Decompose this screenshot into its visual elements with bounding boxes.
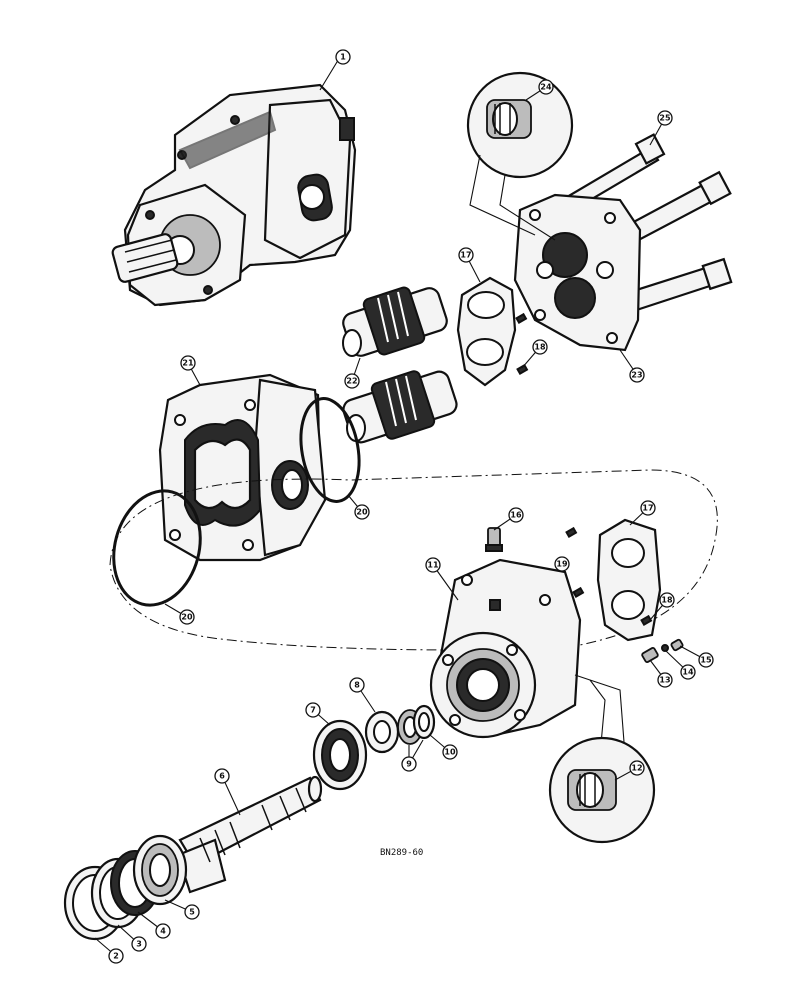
callout-15: 15 bbox=[698, 652, 714, 668]
callout-5: 5 bbox=[184, 904, 200, 920]
callout-25: 25 bbox=[657, 110, 673, 126]
callout-16: 16 bbox=[508, 507, 524, 523]
callout-17-lower: 17 bbox=[640, 500, 656, 516]
svg-text:17: 17 bbox=[642, 504, 653, 513]
callout-9: 9 bbox=[401, 756, 417, 772]
callout-11: 11 bbox=[425, 557, 441, 573]
callout-23: 23 bbox=[629, 367, 645, 383]
svg-text:7: 7 bbox=[310, 706, 316, 715]
check-valve-parts bbox=[641, 638, 684, 663]
gear-housing bbox=[158, 373, 327, 562]
callout-14: 14 bbox=[680, 664, 696, 680]
svg-text:21: 21 bbox=[182, 359, 194, 368]
svg-text:6: 6 bbox=[219, 772, 225, 781]
svg-text:4: 4 bbox=[160, 927, 166, 936]
diagram-code: BN289-60 bbox=[380, 848, 423, 858]
bushing-plate-upper bbox=[456, 276, 529, 387]
group-boundary-line bbox=[109, 469, 718, 651]
callout-8: 8 bbox=[349, 677, 365, 693]
callout-17-upper: 17 bbox=[458, 247, 474, 263]
bearing-inset-upper bbox=[466, 71, 574, 241]
callout-24: 24 bbox=[538, 79, 554, 95]
svg-text:19: 19 bbox=[556, 560, 568, 569]
callout-2: 2 bbox=[108, 948, 124, 964]
driven-gear-lower bbox=[342, 370, 458, 444]
svg-text:10: 10 bbox=[444, 748, 456, 757]
svg-text:17: 17 bbox=[460, 251, 471, 260]
svg-text:20: 20 bbox=[181, 613, 193, 622]
svg-text:13: 13 bbox=[659, 676, 670, 685]
svg-text:12: 12 bbox=[631, 764, 642, 773]
retaining-rings bbox=[63, 834, 188, 941]
svg-text:24: 24 bbox=[540, 83, 552, 92]
callout-18-upper: 18 bbox=[532, 339, 548, 355]
rear-cover-assembly bbox=[513, 133, 733, 352]
svg-text:9: 9 bbox=[406, 760, 412, 769]
svg-text:2: 2 bbox=[113, 952, 119, 961]
callout-20-right: 20 bbox=[354, 504, 370, 520]
callout-19: 19 bbox=[554, 556, 570, 572]
relief-plug bbox=[485, 527, 503, 552]
callout-13: 13 bbox=[657, 672, 673, 688]
ball-bearing bbox=[312, 719, 368, 791]
callout-6: 6 bbox=[214, 768, 230, 784]
svg-text:5: 5 bbox=[189, 908, 195, 917]
callout-12: 12 bbox=[629, 760, 645, 776]
o-ring-left bbox=[112, 489, 202, 607]
o-ring-right bbox=[299, 397, 361, 503]
svg-text:25: 25 bbox=[659, 114, 671, 123]
drive-gear-upper bbox=[342, 286, 448, 357]
svg-text:1: 1 bbox=[340, 53, 346, 62]
assembled-pump bbox=[111, 83, 357, 307]
svg-text:18: 18 bbox=[534, 343, 546, 352]
callout-10: 10 bbox=[442, 744, 458, 760]
svg-text:15: 15 bbox=[700, 656, 712, 665]
callout-3: 3 bbox=[131, 936, 147, 952]
svg-text:18: 18 bbox=[661, 596, 673, 605]
front-cover bbox=[429, 558, 582, 739]
bearing-inset-lower bbox=[548, 674, 656, 844]
callout-18-lower: 18 bbox=[659, 592, 675, 608]
callout-21: 21 bbox=[180, 355, 196, 371]
svg-text:16: 16 bbox=[510, 511, 522, 520]
callout-4: 4 bbox=[155, 923, 171, 939]
gear-shafts bbox=[342, 286, 458, 444]
shaft-seals bbox=[364, 704, 436, 754]
drive-shaft bbox=[176, 775, 323, 894]
callout-20-left: 20 bbox=[179, 609, 195, 625]
svg-text:3: 3 bbox=[136, 940, 142, 949]
svg-text:23: 23 bbox=[631, 371, 642, 380]
svg-text:20: 20 bbox=[356, 508, 368, 517]
svg-text:14: 14 bbox=[682, 668, 694, 677]
callout-1: 1 bbox=[335, 49, 351, 65]
svg-text:8: 8 bbox=[354, 681, 360, 690]
callout-22: 22 bbox=[344, 373, 360, 389]
callout-7: 7 bbox=[305, 702, 321, 718]
svg-text:22: 22 bbox=[346, 377, 357, 386]
bushing-plate-lower bbox=[565, 518, 662, 642]
svg-text:11: 11 bbox=[427, 561, 439, 570]
